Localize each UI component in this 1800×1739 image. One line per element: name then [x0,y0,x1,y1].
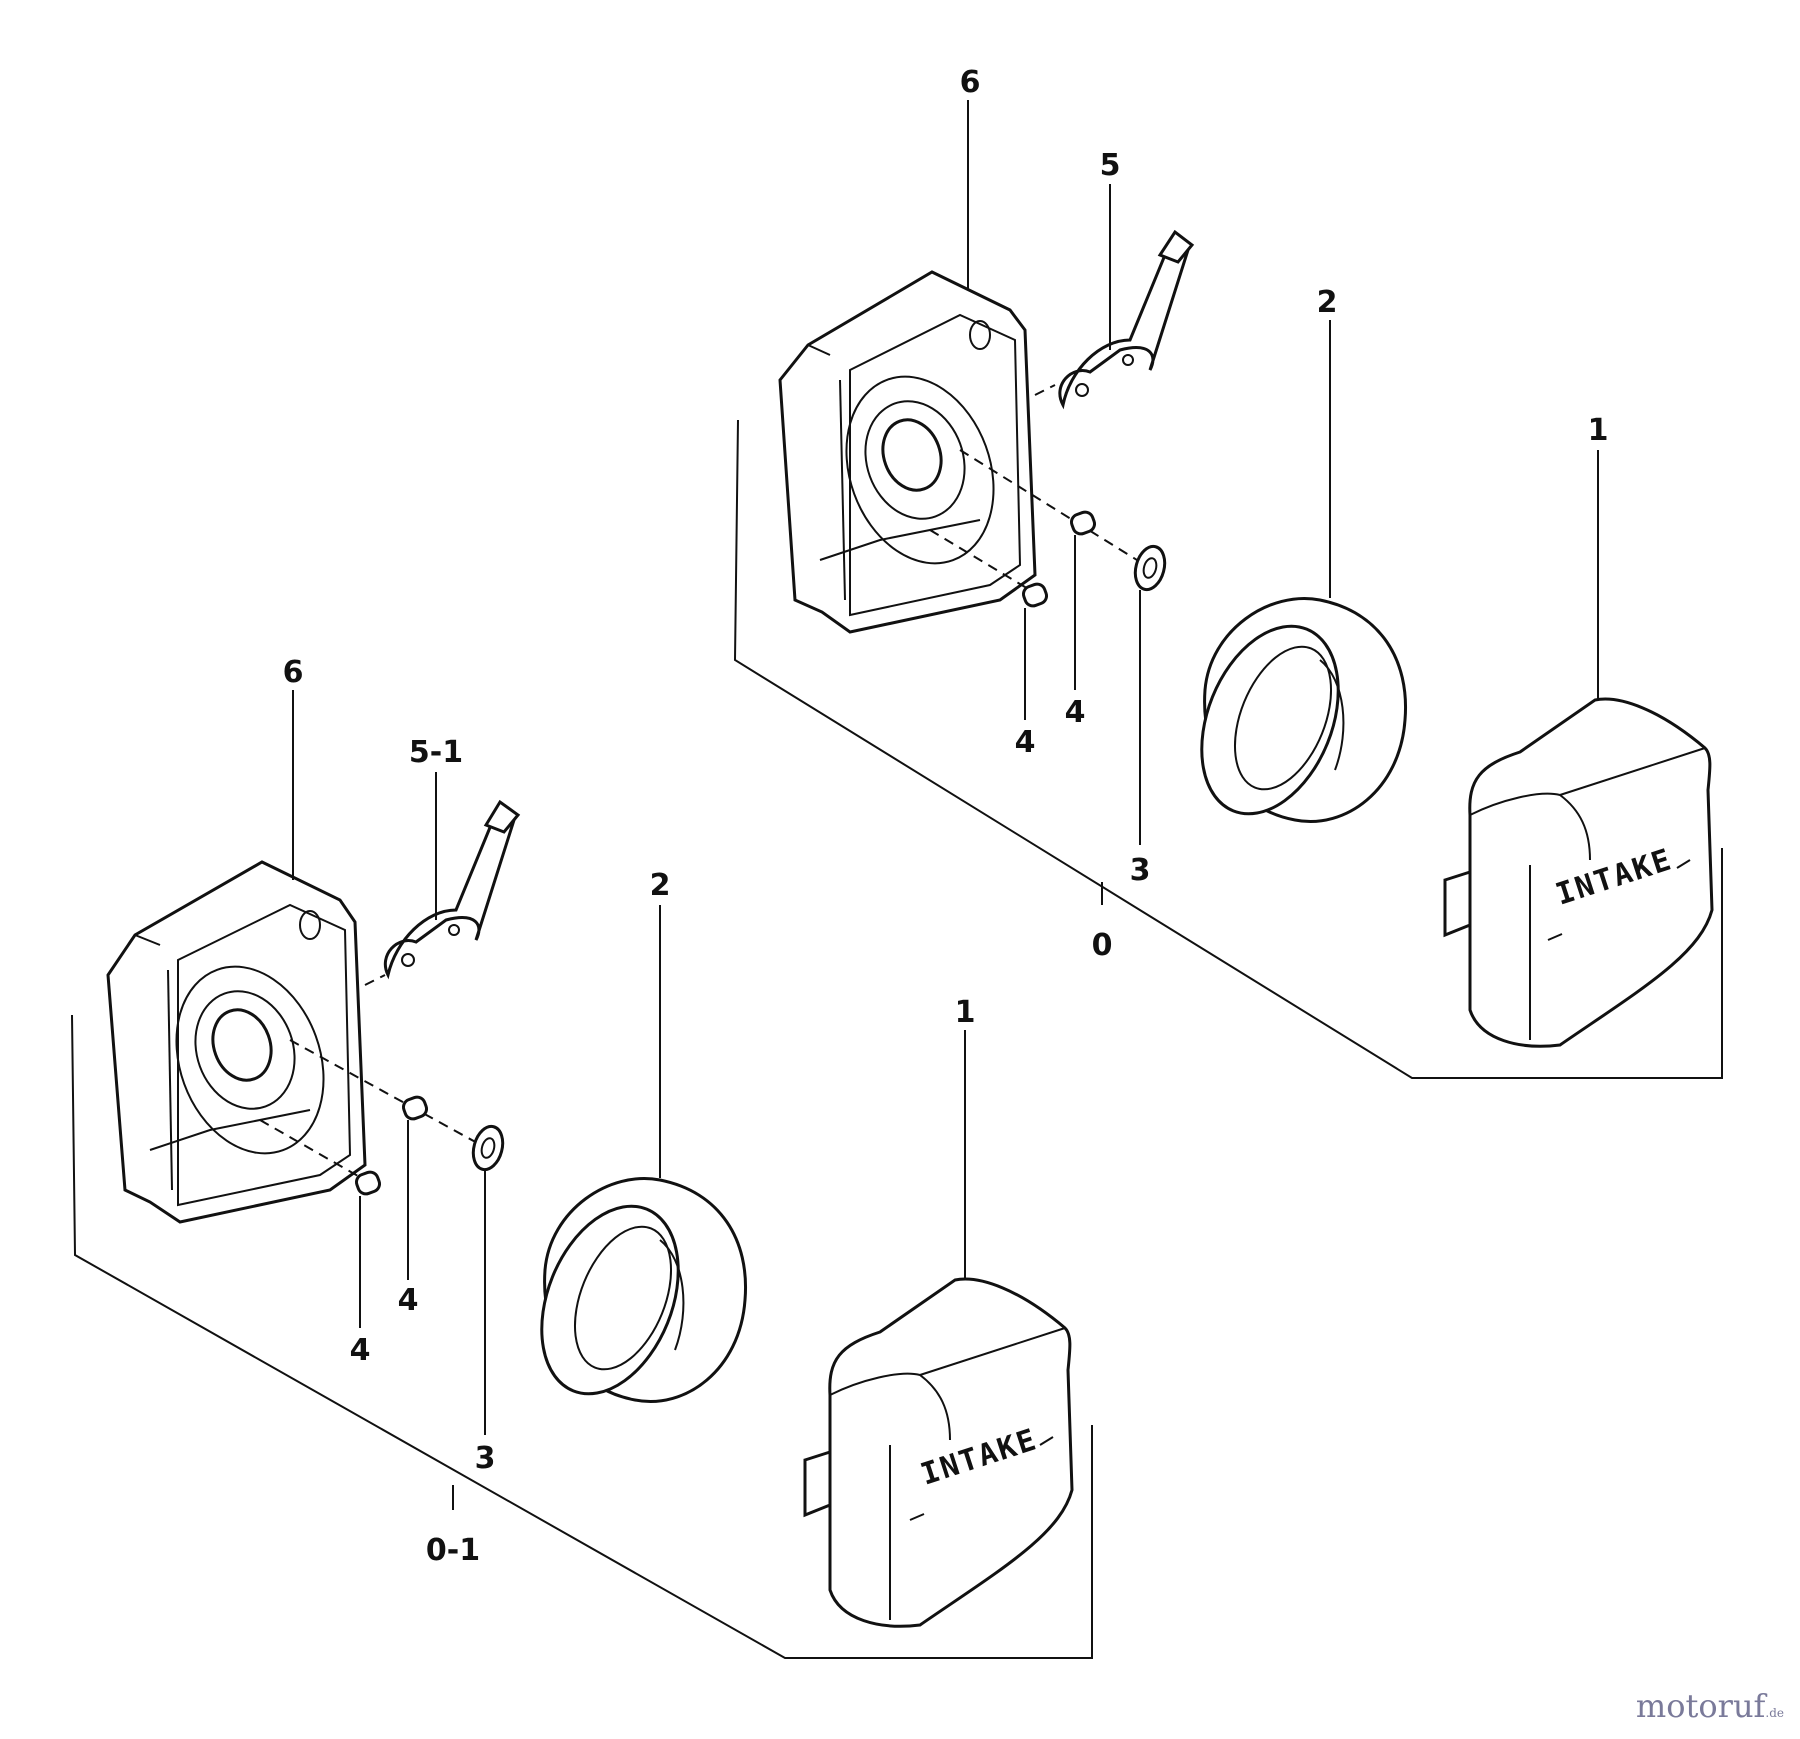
lever-part-5 [1034,229,1195,410]
label-top-4a: 4 [1065,695,1086,730]
label-top-1: 1 [1588,413,1609,448]
label-top-5: 5 [1100,148,1121,183]
label-top-4b: 4 [1015,725,1036,760]
watermark-tld: .de [1765,1706,1784,1720]
intake-cover-part-1-bottom: INTAKE [803,1277,1074,1628]
filter-ring-part-2-bottom [540,1177,748,1403]
label-bottom-4a: 4 [398,1283,419,1318]
label-bottom-3: 3 [475,1441,496,1476]
filter-ring-part-2-top [1200,597,1408,823]
housing-part-6-bottom [106,860,367,1224]
pin-part-4b-bottom [354,1170,382,1196]
housing-part-6 [778,270,1037,634]
lever-part-5-1 [364,799,521,986]
assembly-top: INTAKE 6 5 2 1 4 4 3 0 [733,65,1723,1079]
label-group-top: 0 [1092,928,1113,963]
label-bottom-6: 6 [283,655,304,690]
label-top-2: 2 [1317,285,1338,320]
washer-part-3-top [1133,544,1167,592]
group-bracket-bottom [71,1014,1093,1659]
label-bottom-4b: 4 [350,1333,371,1368]
washer-part-3-bottom [471,1124,505,1172]
label-top-3: 3 [1130,853,1151,888]
label-bottom-5-1: 5-1 [409,735,463,770]
watermark-brand: motoruf [1635,1687,1766,1725]
intake-cover-part-1-top: INTAKE [1443,697,1714,1048]
watermark-logo: motoruf.de [1636,1687,1784,1725]
pin-part-4a-top [1069,510,1097,536]
pin-part-4b-top [1021,582,1049,608]
assembly-bottom: INTAKE 6 5-1 2 1 4 4 3 0-1 [71,655,1093,1659]
label-group-bottom: 0-1 [426,1533,480,1568]
label-top-6: 6 [960,65,981,100]
group-bracket-top [733,419,1723,1079]
label-bottom-1: 1 [955,995,976,1030]
label-bottom-2: 2 [650,868,671,903]
pin-part-4a-bottom [401,1095,429,1121]
